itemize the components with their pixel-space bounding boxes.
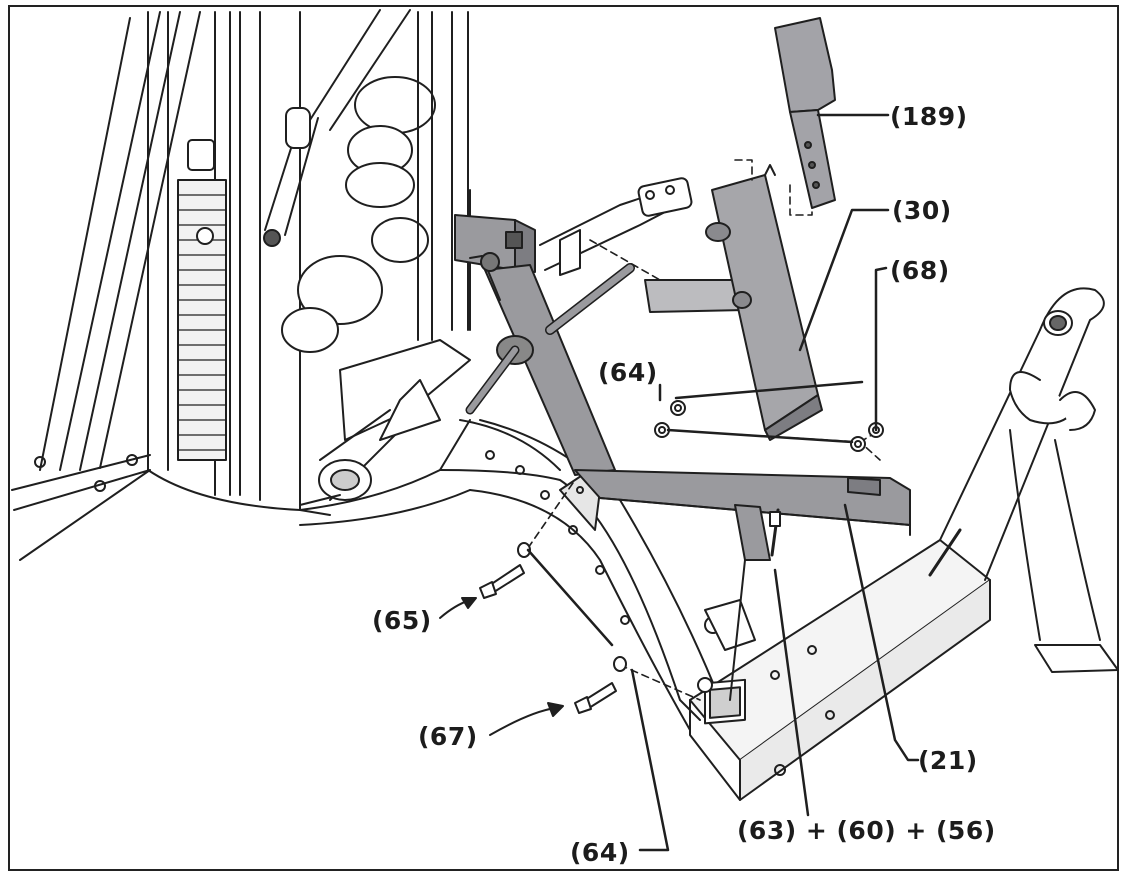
callout-65: (65) — [372, 606, 432, 635]
left-frame-leg — [11, 11, 201, 561]
leader-lines — [526, 113, 920, 852]
upper-pulley-assembly — [263, 9, 471, 353]
callout-67: (67) — [418, 722, 478, 751]
callout-68: (68) — [890, 256, 950, 285]
bottom-rail — [689, 539, 991, 801]
weight-stack-tower — [147, 11, 331, 516]
callout-63-60-56: (63) + (60) + (56) — [737, 816, 996, 845]
rear-pivot-tube — [539, 177, 693, 276]
pivot-arm — [299, 339, 471, 506]
callout-64-top: (64) — [598, 358, 658, 387]
callout-30: (30) — [892, 196, 952, 225]
part-189-pad — [774, 17, 836, 209]
callout-21: (21) — [918, 746, 978, 775]
right-upright — [928, 287, 1119, 673]
callout-189: (189) — [890, 102, 968, 131]
part-30-bracket — [644, 164, 823, 441]
callout-64-bottom: (64) — [570, 838, 630, 867]
part-21-frame-member — [454, 214, 911, 561]
leader-arrows — [439, 597, 564, 736]
hardware-fasteners — [479, 400, 884, 714]
